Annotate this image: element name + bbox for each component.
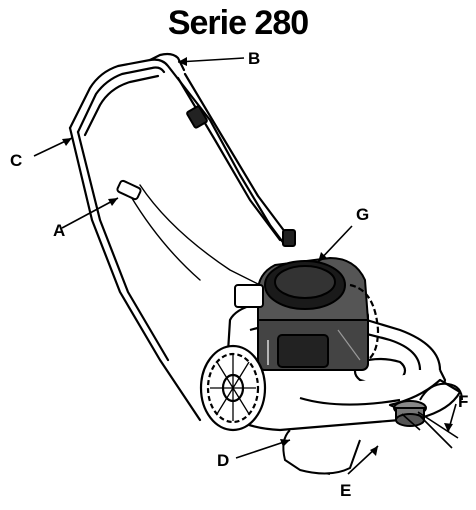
callout-g-label: G [356, 206, 369, 224]
callout-d-label: D [217, 452, 229, 470]
callout-f-label: F [458, 393, 468, 411]
callout-a-label: A [53, 222, 65, 240]
callout-b-label: B [248, 50, 260, 68]
rear-wheel [201, 346, 265, 430]
callout-e-label: E [340, 482, 351, 500]
callout-c-label: C [10, 152, 22, 170]
